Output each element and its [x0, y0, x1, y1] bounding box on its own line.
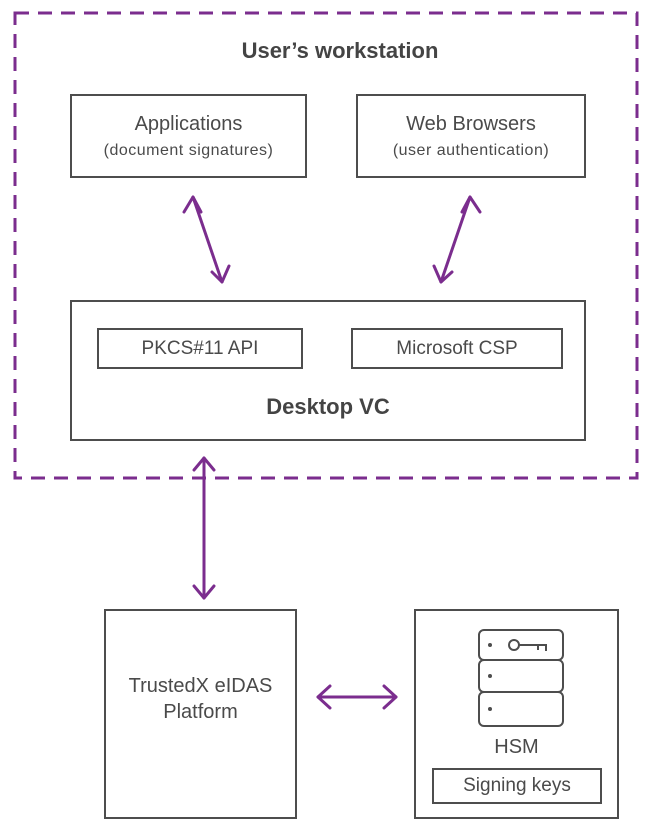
platform-box: TrustedX eIDAS Platform [104, 609, 297, 819]
signing-keys-box: Signing keys [432, 768, 602, 804]
platform-line1: TrustedX eIDAS [128, 675, 273, 697]
workstation-boundary [13, 11, 639, 480]
applications-label: Applications [134, 112, 243, 135]
platform-line2: Platform [163, 701, 238, 723]
arrow-applications-desktopvc [182, 195, 231, 284]
applications-sublabel: (document signatures) [103, 141, 274, 159]
microsoft-csp-box: Microsoft CSP [351, 328, 563, 369]
arrow-platform-hsm [316, 684, 398, 710]
browsers-box: Web Browsers (user authentication) [356, 94, 586, 178]
hsm-box: HSM Signing keys [414, 609, 619, 819]
browsers-label: Web Browsers [406, 112, 536, 135]
workstation-title: User’s workstation [241, 38, 439, 63]
applications-box: Applications (document signatures) [70, 94, 307, 178]
hsm-label: HSM [494, 736, 539, 758]
hsm-server-icon [478, 629, 564, 727]
arrow-desktopvc-platform [192, 456, 216, 600]
desktop-vc-box: PKCS#11 API Microsoft CSP Desktop VC [70, 300, 586, 441]
arrow-browsers-desktopvc [432, 195, 482, 284]
desktop-vc-title: Desktop VC [266, 394, 390, 419]
pkcs11-api-box: PKCS#11 API [97, 328, 303, 369]
browsers-sublabel: (user authentication) [392, 141, 550, 159]
